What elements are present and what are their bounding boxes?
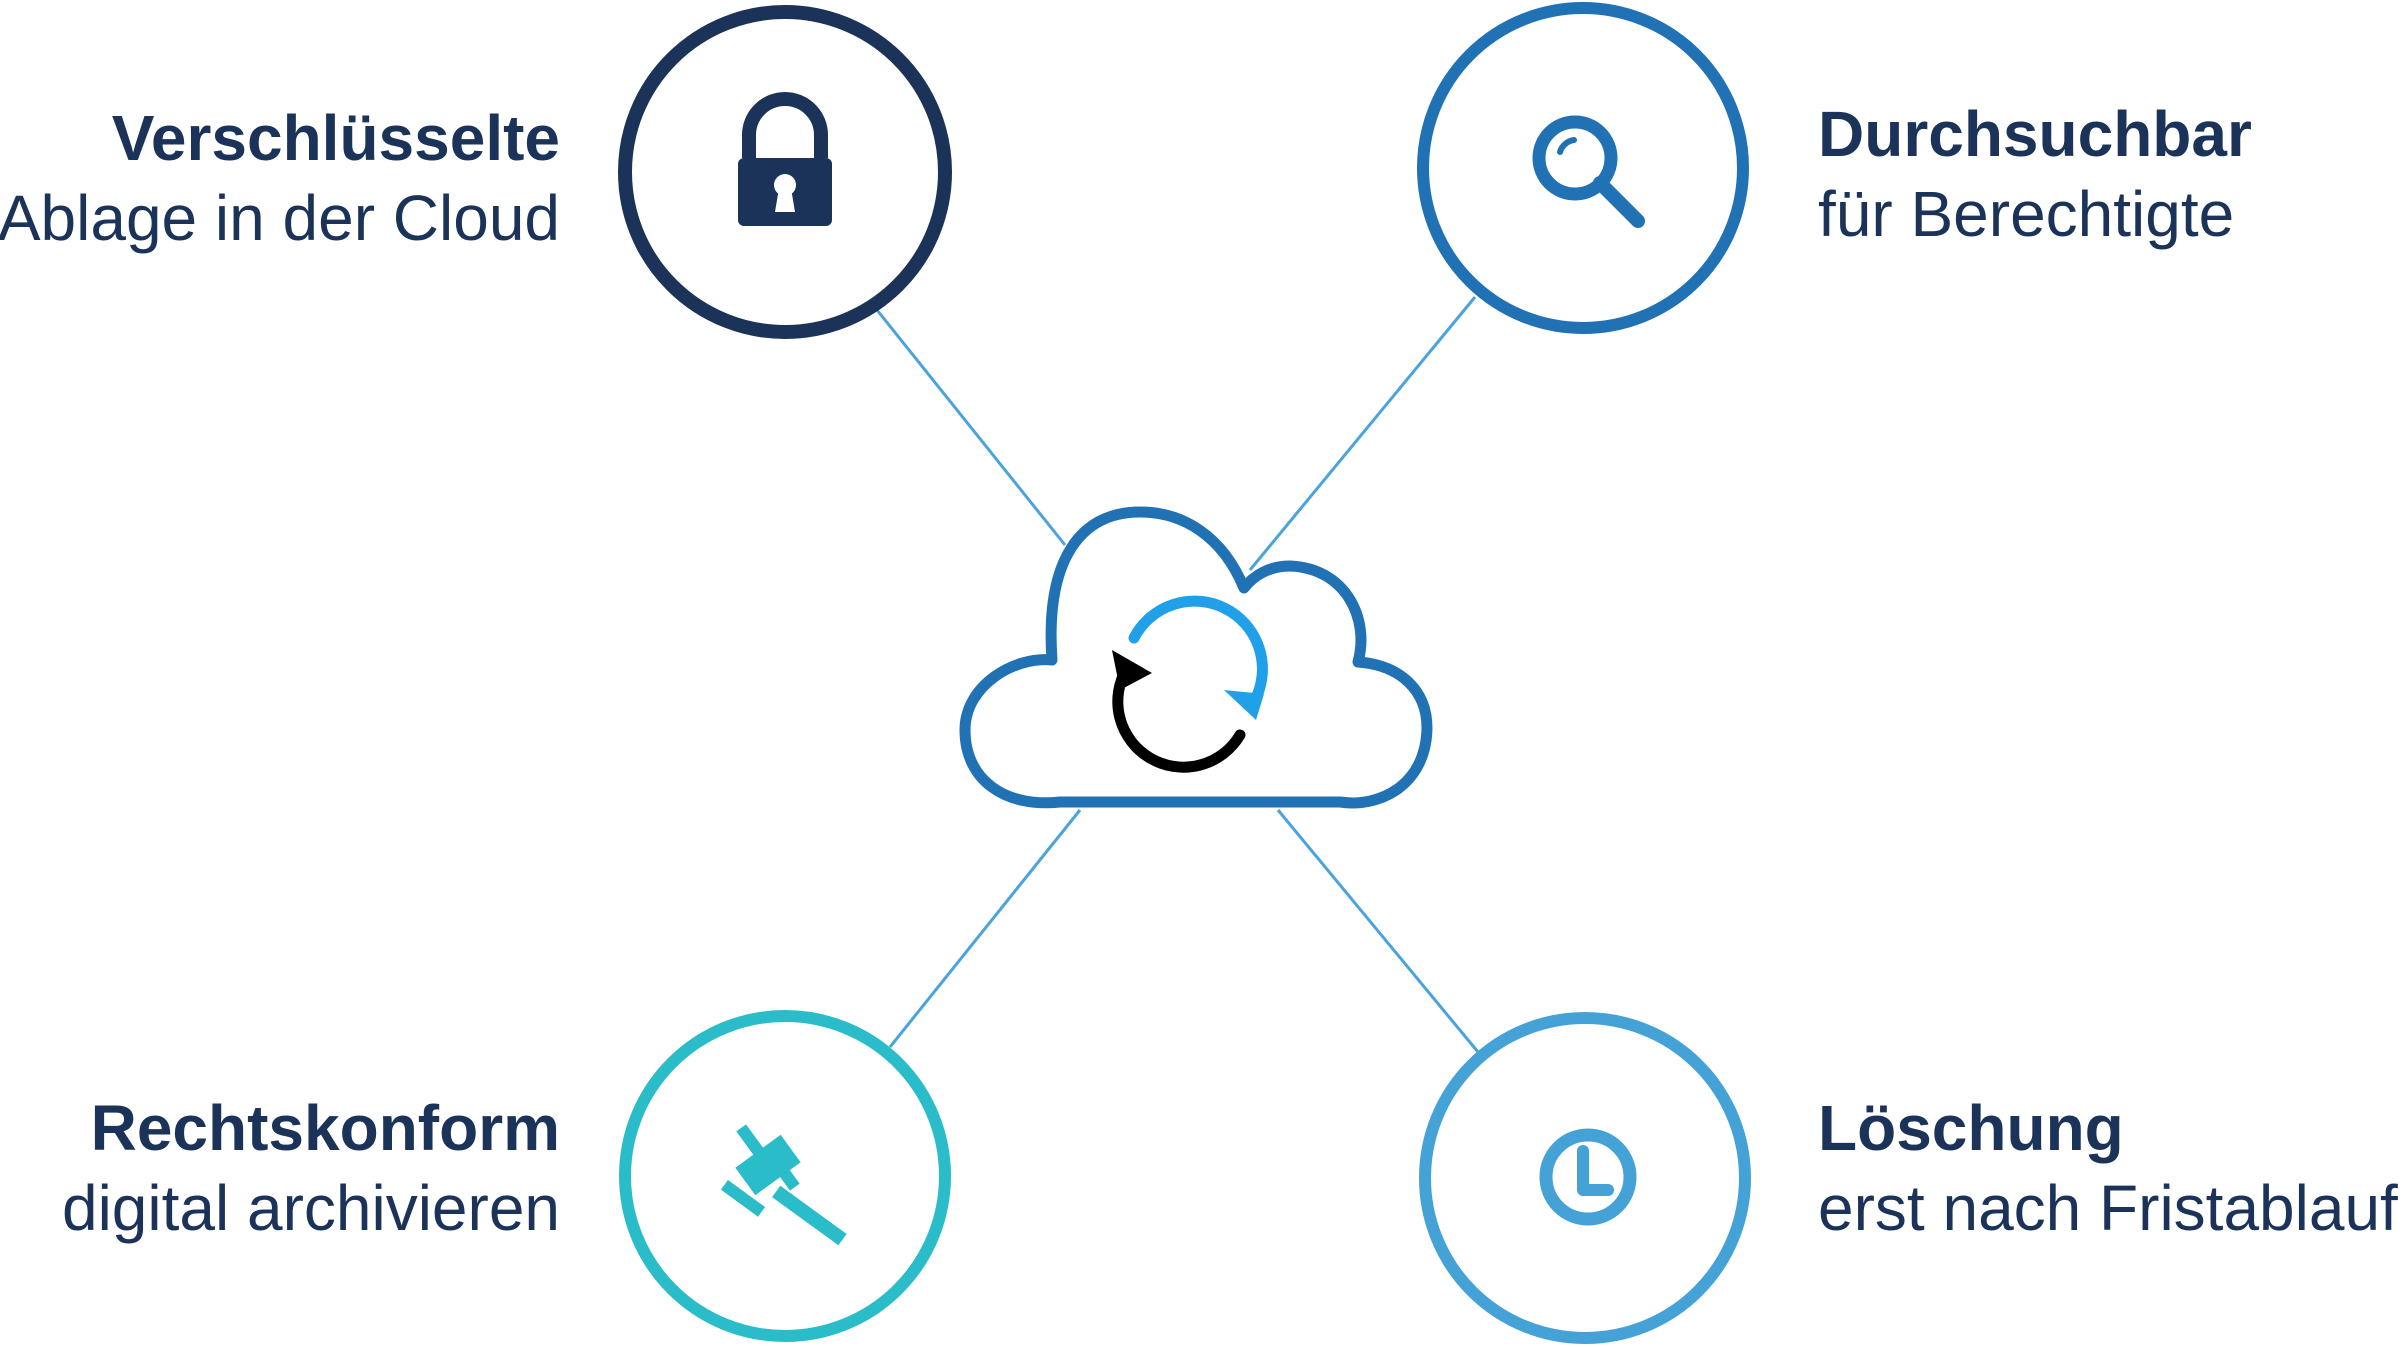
label-title: Rechtskonform xyxy=(90,1092,560,1164)
search-icon xyxy=(1532,115,1645,228)
connector-tl xyxy=(875,309,1067,546)
label-legal: Rechtskonform digital archivieren xyxy=(62,1096,560,1240)
label-subtitle: für Berechtigte xyxy=(1818,178,2235,250)
cloud-sync-icon xyxy=(959,506,1433,809)
node-encrypted xyxy=(618,5,952,339)
sync-arrowhead-blue xyxy=(1224,690,1264,720)
node-legal xyxy=(619,1010,951,1342)
label-deletion: Löschung erst nach Fristablauf xyxy=(1818,1096,2398,1240)
connector-br xyxy=(1276,809,1480,1053)
sync-arrow-blue xyxy=(1128,595,1268,706)
lock-icon xyxy=(738,92,832,226)
connectors xyxy=(875,296,1480,1053)
label-subtitle: digital archivieren xyxy=(61,1172,560,1244)
label-subtitle: erst nach Fristablauf xyxy=(1818,1172,2398,1244)
label-searchable: Durchsuchbar für Berechtigte xyxy=(1818,102,2252,246)
label-title: Löschung xyxy=(1818,1092,2124,1164)
connector-tr xyxy=(1248,296,1477,571)
label-title: Durchsuchbar xyxy=(1818,98,2252,170)
label-title: Verschlüsselte xyxy=(111,102,560,174)
node-searchable xyxy=(1417,2,1749,334)
node-ring-tr xyxy=(1417,2,1749,334)
cloud-outline xyxy=(959,506,1433,809)
node-deletion xyxy=(1419,1012,1751,1344)
label-subtitle: Ablage in der Cloud xyxy=(0,182,560,254)
sync-arrow-black xyxy=(1112,662,1246,773)
sync-arrowhead-black xyxy=(1112,650,1152,690)
label-encrypted: Verschlüsselte Ablage in der Cloud xyxy=(0,106,560,250)
gavel-icon xyxy=(720,1124,847,1246)
clock-icon xyxy=(1539,1128,1637,1226)
connector-bl xyxy=(888,809,1082,1048)
